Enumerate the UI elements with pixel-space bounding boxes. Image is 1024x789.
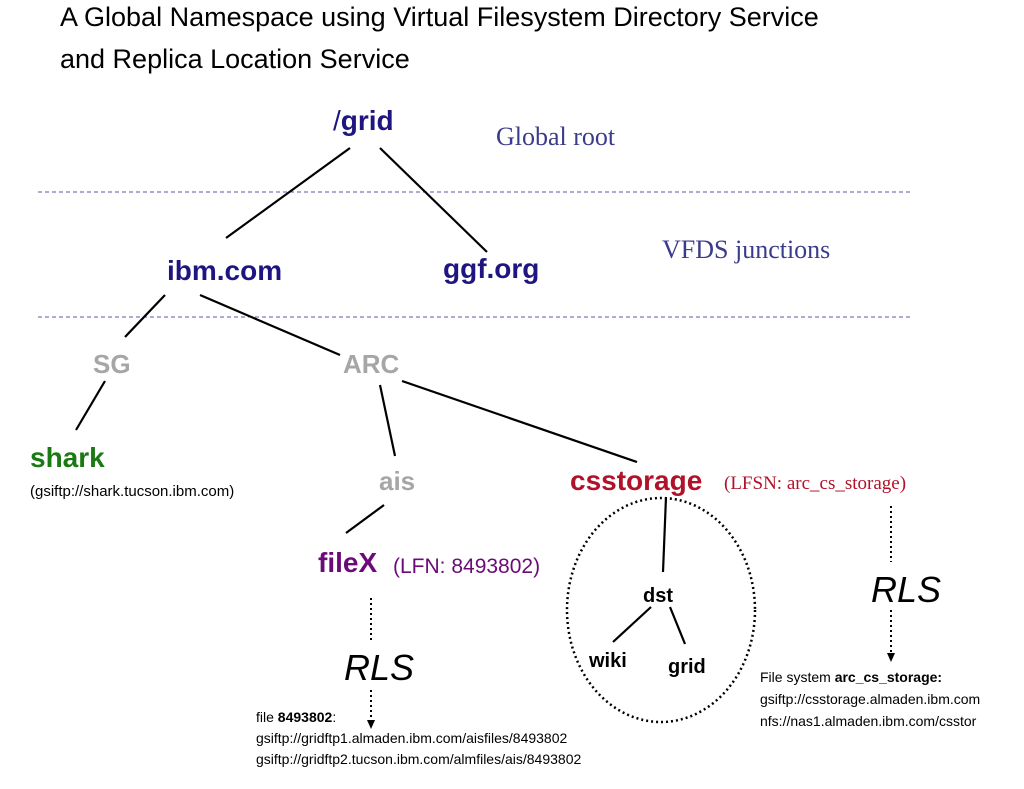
edge-dst-wiki: [612, 606, 652, 643]
edge-ibm-arc: [199, 293, 341, 357]
filex-lfn: (LFN: 8493802): [393, 555, 541, 578]
fs-info-name: arc_cs_storage:: [834, 669, 943, 685]
rls-label-right: RLS: [871, 569, 942, 610]
edge-sg-shark: [75, 380, 106, 431]
node-grid-leaf: grid: [668, 656, 706, 678]
edge-arc-csstorage: [401, 379, 638, 464]
node-sg: SG: [93, 349, 131, 379]
edge-grid-ibm: [225, 147, 351, 239]
edge-ais-filex: [345, 504, 385, 534]
rls-label-left: RLS: [344, 647, 415, 688]
edge-ibm-sg: [124, 294, 166, 338]
node-grid-root: /grid: [333, 107, 394, 135]
node-arc: ARC: [343, 349, 400, 379]
file-info-prefix: file: [256, 709, 278, 725]
file-info-heading: file 8493802:: [256, 710, 336, 724]
file-url-1: gsiftp://gridftp1.almaden.ibm.com/aisfil…: [256, 730, 568, 746]
node-grid-root-label: grid: [340, 105, 394, 136]
arrowhead-left: [367, 720, 375, 729]
node-shark: shark: [30, 442, 105, 473]
fs-info-heading: File system arc_cs_storage:: [760, 670, 942, 684]
file-url-2: gsiftp://gridftp2.tucson.ibm.com/almfile…: [256, 751, 582, 767]
title-line-1: A Global Namespace using Virtual Filesys…: [60, 2, 819, 32]
storage-ellipse: [565, 496, 757, 724]
vfds-junctions-label: VFDS junctions: [662, 235, 831, 264]
node-dst: dst: [643, 585, 673, 607]
global-root-label: Global root: [496, 122, 616, 151]
csstorage-lfsn: (LFSN: arc_cs_storage): [724, 473, 907, 494]
arrowhead-right: [887, 653, 895, 662]
node-ibm-com: ibm.com: [167, 255, 283, 286]
node-filex: fileX: [318, 547, 378, 578]
node-ggf-org: ggf.org: [443, 253, 540, 284]
fs-url-1: gsiftp://csstorage.almaden.ibm.com: [760, 691, 981, 707]
file-info-id: 8493802: [277, 709, 333, 725]
fs-url-2: nfs://nas1.almaden.ibm.com/csstor: [760, 713, 977, 729]
shark-url: (gsiftp://shark.tucson.ibm.com): [30, 483, 235, 500]
node-csstorage: csstorage: [570, 465, 703, 496]
edge-grid-ggf: [379, 147, 488, 253]
file-info-suffix: :: [332, 709, 337, 725]
title-line-2: and Replica Location Service: [60, 44, 410, 74]
edge-arc-ais: [378, 384, 397, 457]
node-grid-root-slash: /: [333, 105, 341, 136]
node-ais: ais: [379, 466, 416, 496]
edge-dst-grid: [668, 606, 687, 645]
fs-info-prefix: File system: [760, 669, 835, 685]
edge-csstorage-dst: [661, 496, 668, 573]
node-wiki: wiki: [589, 650, 627, 672]
